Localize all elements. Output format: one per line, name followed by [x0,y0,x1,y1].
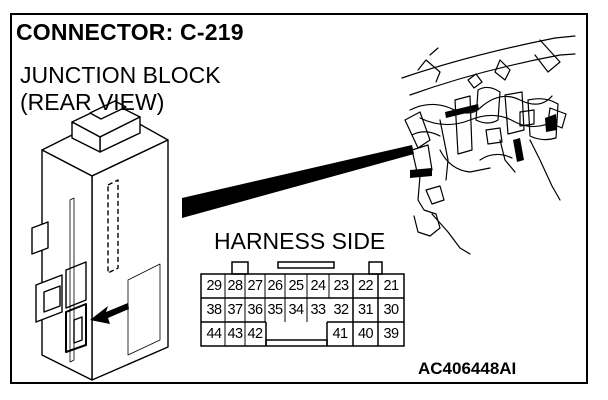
pin-28: 28 [227,278,244,294]
junction-block-drawing [31,100,169,381]
pin-26: 26 [267,278,284,294]
connector-face [200,261,405,347]
pin-43: 43 [227,326,244,342]
component-view: (REAR VIEW) [20,89,165,115]
pin-41: 41 [332,326,349,342]
component-name: JUNCTION BLOCK [20,62,221,88]
callout-wedge [182,145,414,218]
pin-44: 44 [206,326,223,342]
pin-31: 31 [358,302,374,318]
pin-30: 30 [383,302,400,318]
connector-pin-dividers [224,274,330,346]
pin-23: 23 [333,278,350,294]
pin-25: 25 [288,278,305,294]
pin-32: 32 [333,302,350,318]
pin-33: 33 [310,302,327,318]
pin-38: 38 [206,302,223,318]
pin-27: 27 [247,278,264,294]
location-arrow [90,303,129,324]
pin-24: 24 [310,278,327,294]
connector-side-label: HARNESS SIDE [214,228,386,254]
pin-37: 37 [227,302,244,318]
pin-21: 21 [383,278,400,294]
pin-35: 35 [267,302,284,318]
pin-42: 42 [247,326,264,342]
pin-29: 29 [206,278,223,294]
connector-title: CONNECTOR: C-219 [16,19,244,45]
pin-40: 40 [358,326,374,342]
dashboard-harness-drawing [401,35,576,255]
figure-code: AC406448AI [418,359,517,378]
harness-dark-bundles [410,104,557,178]
pin-34: 34 [288,302,305,318]
pin-36: 36 [247,302,264,318]
pin-22: 22 [358,278,374,294]
pin-39: 39 [383,326,400,342]
